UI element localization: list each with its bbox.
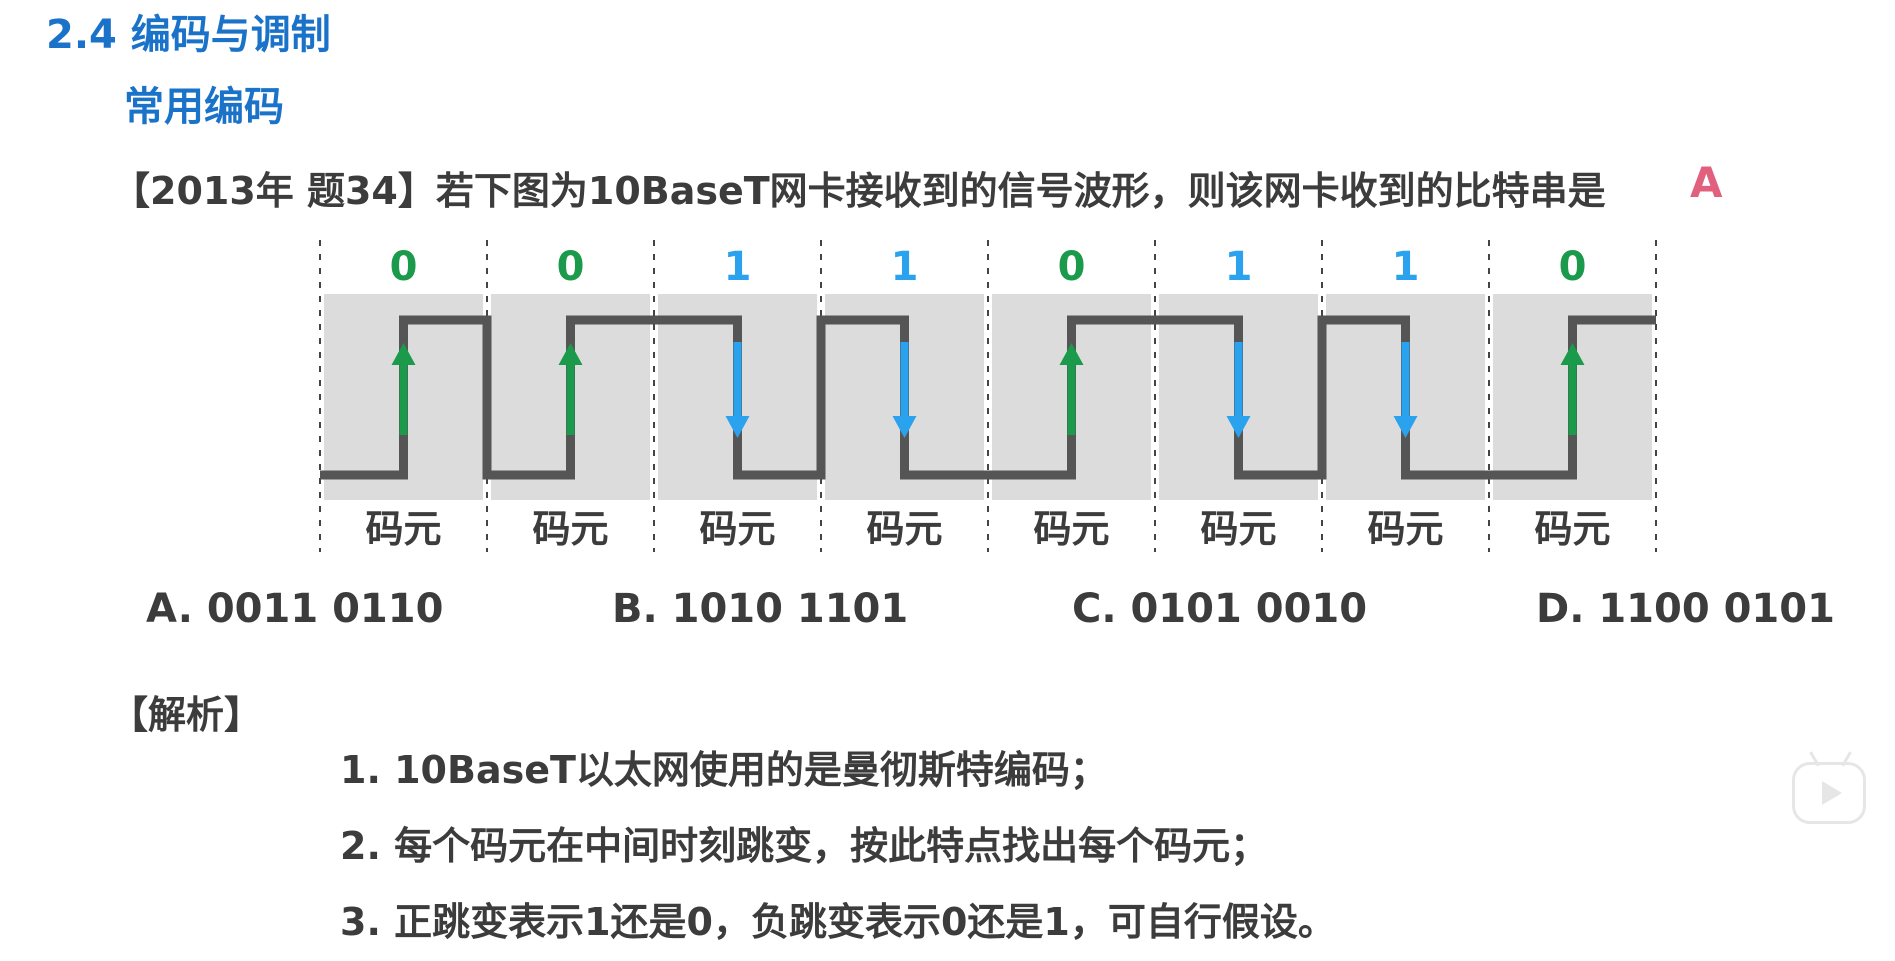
arrow-down-icon (892, 416, 917, 438)
analysis-step: 2. 每个码元在中间时刻跳变，按此特点找出每个码元； (340, 824, 1269, 868)
option-a[interactable]: A. 0011 0110 (146, 586, 444, 632)
symbol-label: 码元 (866, 507, 942, 551)
analysis-step: 1. 10BaseT以太网使用的是曼彻斯特编码； (340, 748, 1108, 792)
option-d[interactable]: D. 1100 0101 (1536, 586, 1835, 632)
arrow-up-icon (1059, 343, 1084, 365)
bit-value: 1 (1225, 244, 1253, 290)
tv-antenna-left (1809, 751, 1820, 767)
bit-value: 0 (1058, 244, 1086, 290)
symbol-label: 码元 (532, 507, 608, 551)
symbol-label: 码元 (365, 507, 441, 551)
bit-value: 0 (390, 244, 418, 290)
bit-value: 0 (557, 244, 585, 290)
analysis-steps: 1. 10BaseT以太网使用的是曼彻斯特编码； 2. 每个码元在中间时刻跳变，… (340, 740, 1336, 961)
arrow-up-icon (391, 343, 416, 365)
symbol-label: 码元 (1534, 507, 1610, 551)
answer-mark: A (1690, 158, 1723, 207)
play-icon (1822, 781, 1842, 805)
bit-value: 1 (891, 244, 919, 290)
manchester-waveform: 0 0 1 1 0 1 1 0 码元 码元 码元 码元 码元 码元 码元 码元 (319, 240, 1657, 552)
bit-value: 1 (1392, 244, 1420, 290)
arrow-down-icon (1393, 416, 1418, 438)
symbol-label: 码元 (1200, 507, 1276, 551)
question-text: 【2013年 题34】若下图为10BaseT网卡接收到的信号波形，则该网卡收到的… (112, 169, 1606, 213)
answer-options: A. 0011 0110 B. 1010 1101 C. 0101 0010 D… (0, 586, 1895, 646)
bit-value: 1 (724, 244, 752, 290)
option-c[interactable]: C. 0101 0010 (1072, 586, 1368, 632)
tv-antenna-right (1841, 751, 1852, 767)
arrow-down-icon (725, 416, 750, 438)
analysis-title: 【解析】 (110, 693, 263, 737)
bit-value: 0 (1559, 244, 1587, 290)
play-button[interactable] (1792, 751, 1866, 824)
section-title: 2.4 编码与调制 (46, 12, 331, 58)
symbol-label: 码元 (1033, 507, 1109, 551)
label-layer: 码元 码元 码元 码元 码元 码元 码元 码元 (365, 507, 1610, 551)
arrow-up-icon (1560, 343, 1585, 365)
symbol-label: 码元 (699, 507, 775, 551)
option-b[interactable]: B. 1010 1101 (612, 586, 909, 632)
section-subtitle: 常用编码 (124, 84, 284, 130)
symbol-label: 码元 (1367, 507, 1443, 551)
arrow-down-icon (1226, 416, 1251, 438)
arrow-up-icon (558, 343, 583, 365)
analysis-step: 3. 正跳变表示1还是0，负跳变表示0还是1，可自行假设。 (340, 900, 1336, 944)
bit-layer: 0 0 1 1 0 1 1 0 (390, 244, 1587, 290)
arrow-layer (391, 342, 1585, 438)
